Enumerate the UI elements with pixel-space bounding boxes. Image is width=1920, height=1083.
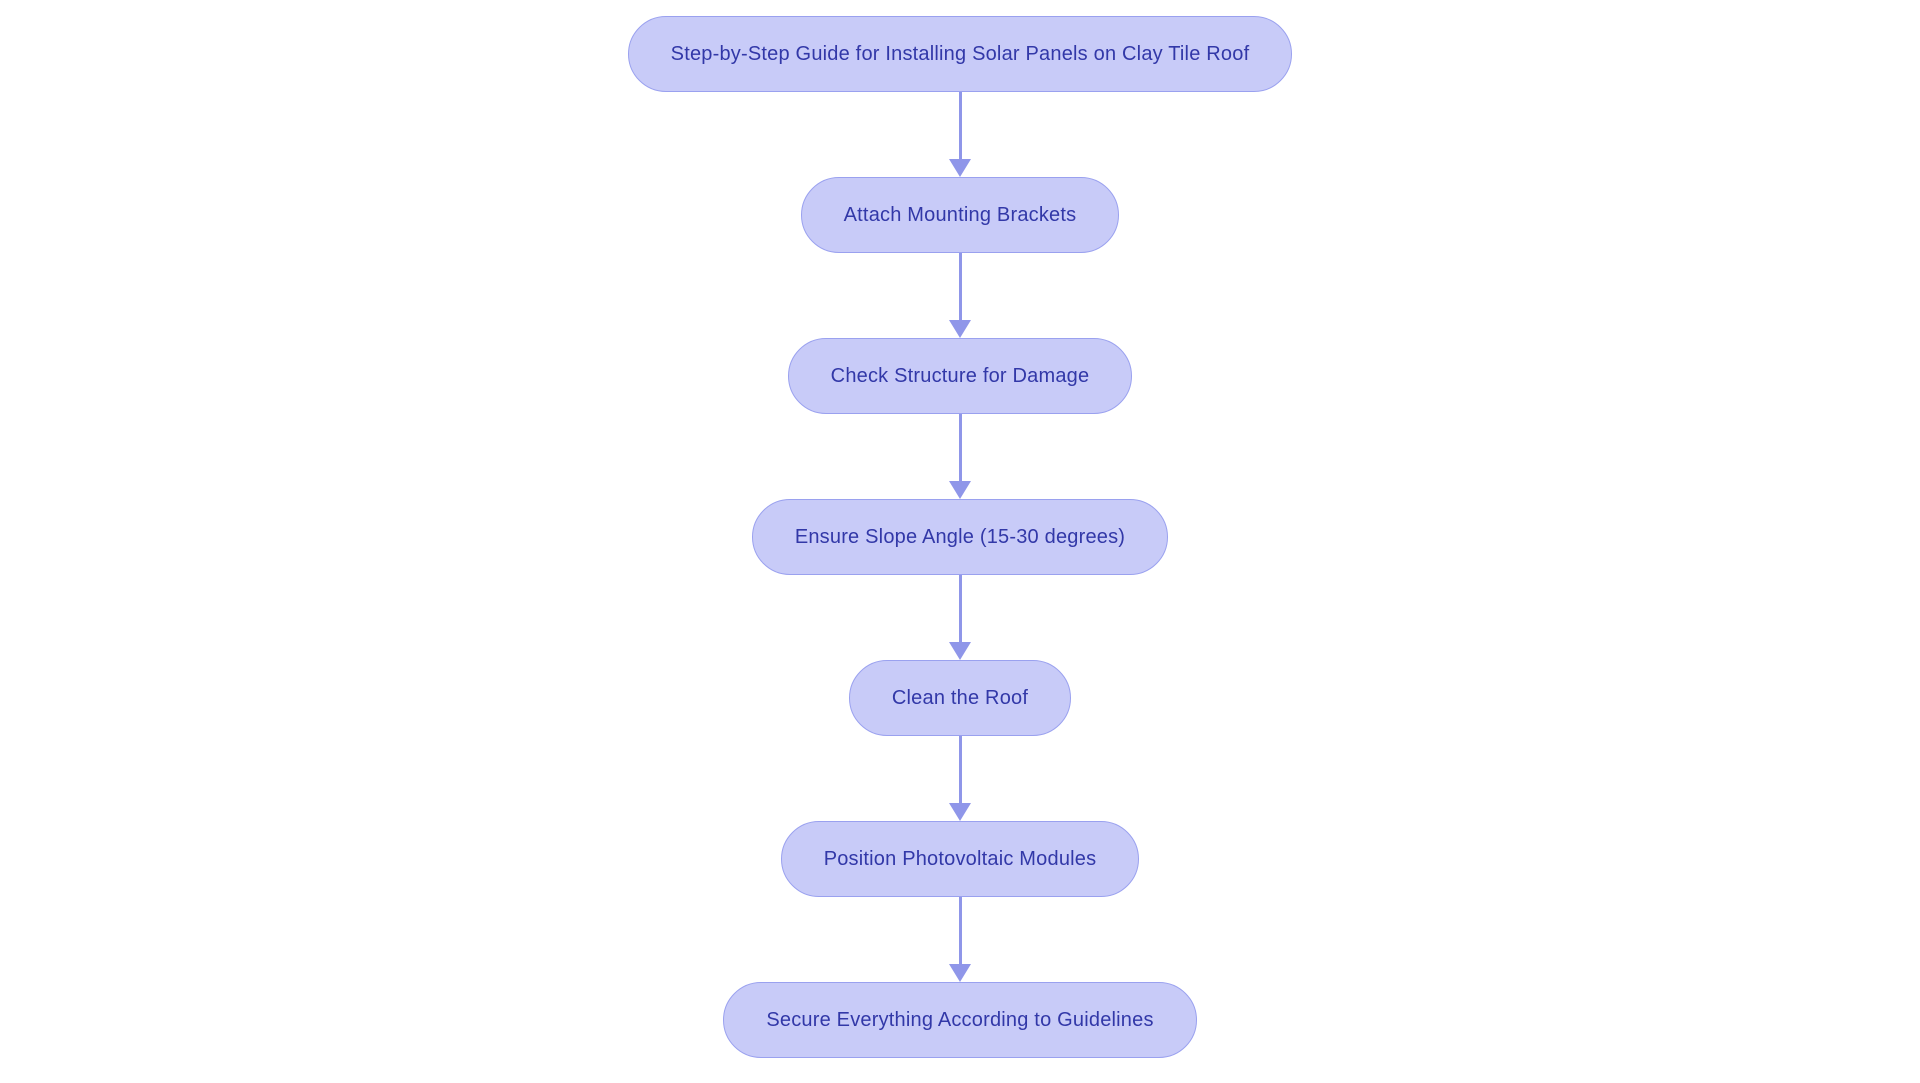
arrow-line — [958, 253, 962, 321]
arrow-head-icon — [949, 320, 971, 338]
arrow-head-icon — [949, 159, 971, 177]
arrow-head-icon — [949, 481, 971, 499]
flow-arrow-1 — [949, 92, 971, 177]
flow-arrow-2 — [949, 253, 971, 338]
flow-node-attach-mounting-brackets: Attach Mounting Brackets — [800, 177, 1120, 253]
flow-node-position-modules: Position Photovoltaic Modules — [780, 821, 1140, 897]
flow-arrow-6 — [949, 897, 971, 982]
flow-node-label: Clean the Roof — [891, 686, 1029, 709]
flow-node-secure-guidelines: Secure Everything According to Guideline… — [723, 982, 1197, 1058]
arrow-head-icon — [949, 642, 971, 660]
arrow-head-icon — [949, 803, 971, 821]
flow-node-label: Secure Everything According to Guideline… — [766, 1008, 1154, 1031]
flow-node-ensure-slope-angle: Ensure Slope Angle (15-30 degrees) — [751, 499, 1169, 575]
arrow-line — [958, 897, 962, 965]
flow-node-label: Ensure Slope Angle (15-30 degrees) — [794, 525, 1126, 548]
flow-node-label: Position Photovoltaic Modules — [823, 847, 1097, 870]
arrow-line — [958, 736, 962, 804]
flow-node-label: Check Structure for Damage — [830, 364, 1090, 387]
flow-node-title-label: Step-by-Step Guide for Installing Solar … — [670, 42, 1250, 65]
arrow-head-icon — [949, 964, 971, 982]
flow-node-title: Step-by-Step Guide for Installing Solar … — [627, 16, 1293, 92]
arrow-line — [958, 414, 962, 482]
flow-node-clean-roof: Clean the Roof — [848, 660, 1072, 736]
flow-node-label: Attach Mounting Brackets — [843, 203, 1077, 226]
flow-arrow-4 — [949, 575, 971, 660]
arrow-line — [958, 575, 962, 643]
flow-arrow-3 — [949, 414, 971, 499]
arrow-line — [958, 92, 962, 160]
flow-arrow-5 — [949, 736, 971, 821]
flow-node-check-structure: Check Structure for Damage — [787, 338, 1133, 414]
